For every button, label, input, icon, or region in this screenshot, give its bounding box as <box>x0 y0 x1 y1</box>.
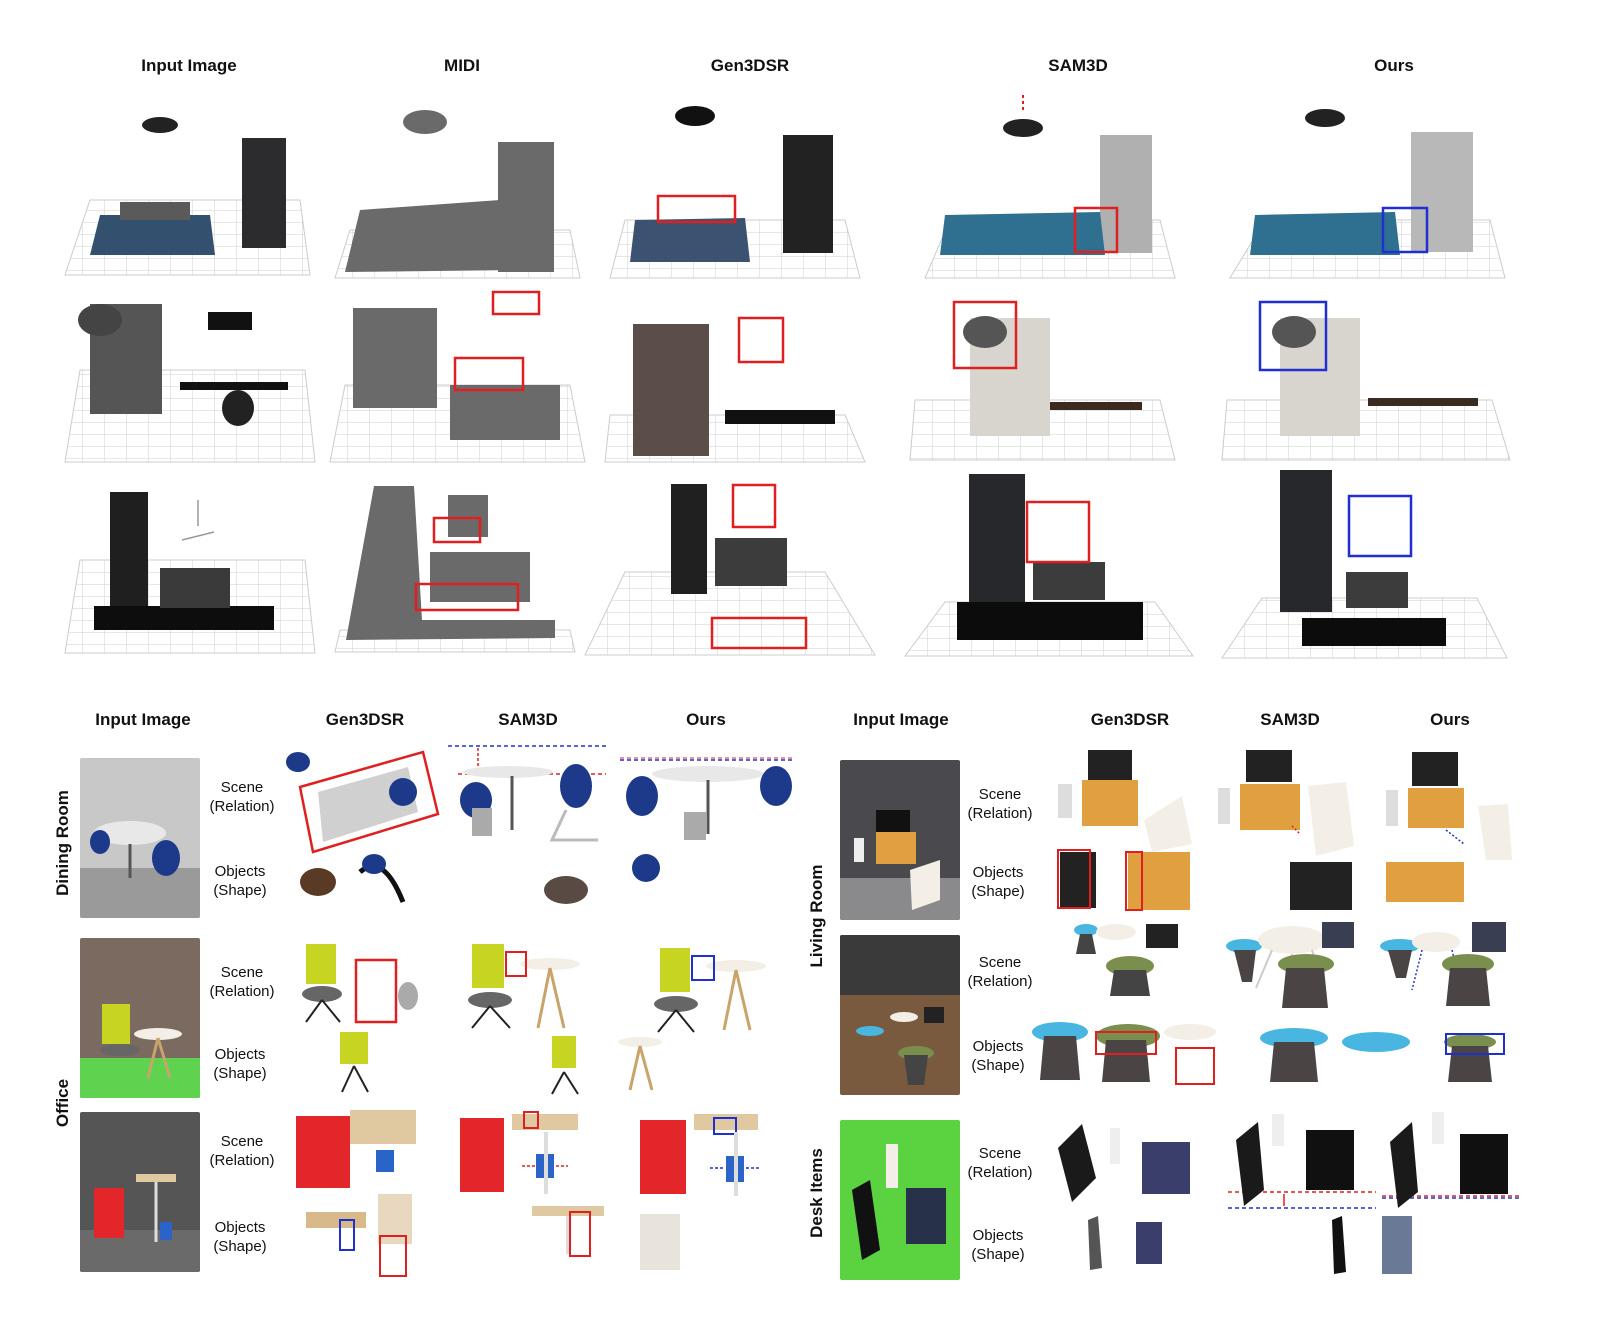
highlight-box <box>432 516 482 544</box>
highlight-box <box>339 1219 355 1251</box>
row-label-dining-room: Dining Room <box>53 790 72 896</box>
header-gen3dsr: Gen3DSR <box>710 56 790 75</box>
header-midi: MIDI <box>444 56 480 75</box>
top-r2-ours <box>1221 300 1511 461</box>
highlight-box <box>710 616 808 650</box>
office2-ours <box>640 1114 760 1270</box>
highlight-box <box>1125 851 1143 911</box>
bl-header-gen3dsr: Gen3DSR <box>325 710 405 729</box>
top-r1-ours <box>1229 109 1506 279</box>
highlight-box <box>737 316 785 364</box>
living2-sam3d <box>1226 922 1354 1082</box>
highlight-box <box>1095 1031 1157 1055</box>
top-r2-gen3dsr <box>604 316 866 463</box>
top-r3-gen3dsr <box>584 483 876 656</box>
label-scene-relation: Scene(Relation) <box>967 954 1033 990</box>
office2-sam3d <box>460 1111 604 1257</box>
top-r1-input <box>64 117 311 276</box>
top-r2-sam3d <box>909 300 1176 461</box>
photo-living-room-2 <box>840 935 960 1095</box>
highlight-box <box>1175 1047 1215 1085</box>
highlight-box <box>491 290 541 316</box>
br-header-gen3dsr: Gen3DSR <box>1090 710 1170 729</box>
highlight-box <box>1057 849 1091 909</box>
label-scene-relation: Scene(Relation) <box>209 964 275 1000</box>
photo-office-2 <box>80 1112 200 1272</box>
highlight-box <box>713 1117 737 1135</box>
label-objects-shape: Objects(Shape) <box>971 1038 1025 1074</box>
office1-gen3dsr <box>302 944 418 1093</box>
top-r3-midi <box>334 486 576 653</box>
label-scene-relation: Scene(Relation) <box>967 786 1033 822</box>
label-objects-shape: Objects(Shape) <box>971 864 1025 900</box>
top-r3-sam3d <box>904 474 1194 657</box>
highlight-box <box>298 750 440 854</box>
row-label-office: Office <box>53 1078 72 1128</box>
top-r2-input <box>64 304 316 463</box>
highlight-box <box>691 955 715 981</box>
top-r3-input <box>64 492 316 654</box>
top-r1-midi <box>334 110 581 279</box>
top-r1-gen3dsr <box>609 106 861 279</box>
highlight-box <box>379 1235 407 1277</box>
living1-sam3d <box>1218 750 1354 910</box>
highlight-box <box>656 194 737 224</box>
highlight-box <box>1347 494 1413 558</box>
label-objects-shape: Objects(Shape) <box>213 863 267 899</box>
living2-gen3dsr <box>1032 924 1216 1085</box>
row-label-living-room: Living Room <box>807 864 826 968</box>
photo-desk-items <box>840 1120 960 1280</box>
living1-ours <box>1386 752 1512 902</box>
highlight-box <box>505 951 527 977</box>
highlight-box <box>1445 1033 1505 1055</box>
top-r2-midi <box>329 290 586 463</box>
office1-ours <box>618 948 766 1091</box>
label-scene-relation: Scene(Relation) <box>209 779 275 815</box>
bl-header-input-image: Input Image <box>95 710 191 729</box>
living1-gen3dsr <box>1057 750 1192 911</box>
highlight-box <box>1258 300 1328 372</box>
top-r3-ours <box>1221 470 1508 659</box>
highlight-box <box>523 1111 539 1129</box>
br-header-ours: Ours <box>1430 710 1470 729</box>
highlight-box <box>1381 206 1429 254</box>
office1-sam3d <box>468 944 580 1095</box>
dining-sam3d <box>448 745 606 904</box>
photo-dining-room <box>80 758 200 918</box>
label-objects-shape: Objects(Shape) <box>971 1227 1025 1263</box>
br-header-sam3d: SAM3D <box>1260 710 1320 729</box>
label-scene-relation: Scene(Relation) <box>967 1145 1033 1181</box>
label-objects-shape: Objects(Shape) <box>213 1219 267 1255</box>
header-input-image: Input Image <box>141 56 237 75</box>
dining-ours <box>620 757 794 882</box>
photo-living-room-1 <box>840 760 960 920</box>
highlight-box <box>731 483 777 529</box>
office2-gen3dsr <box>296 1110 416 1277</box>
desk-sam3d <box>1228 1114 1376 1274</box>
row-label-desk-items: Desk Items <box>807 1148 826 1238</box>
highlight-box <box>1025 500 1091 564</box>
label-scene-relation: Scene(Relation) <box>209 1133 275 1169</box>
header-ours: Ours <box>1374 56 1414 75</box>
bl-header-sam3d: SAM3D <box>498 710 558 729</box>
photo-office-1 <box>80 938 200 1098</box>
bl-header-ours: Ours <box>686 710 726 729</box>
label-objects-shape: Objects(Shape) <box>213 1046 267 1082</box>
highlight-box <box>569 1211 591 1257</box>
living2-ours <box>1342 922 1506 1082</box>
dining-gen3dsr <box>286 750 440 903</box>
highlight-box <box>453 356 525 392</box>
desk-ours <box>1382 1112 1520 1274</box>
top-r1-sam3d <box>924 95 1176 279</box>
br-header-input-image: Input Image <box>853 710 949 729</box>
highlight-box <box>414 582 520 612</box>
highlight-box <box>354 958 398 1024</box>
desk-gen3dsr <box>1058 1124 1190 1270</box>
highlight-box <box>1073 206 1119 254</box>
highlight-box <box>952 300 1018 370</box>
header-sam3d: SAM3D <box>1048 56 1108 75</box>
